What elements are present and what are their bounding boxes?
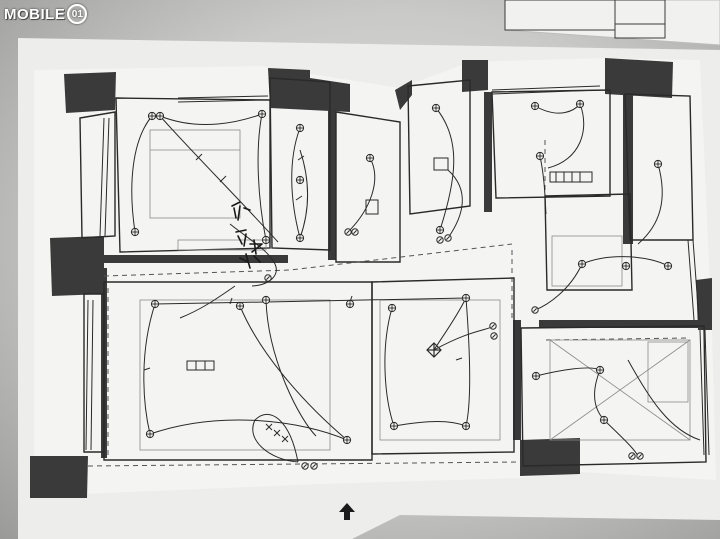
vent-icon [549, 171, 593, 183]
furniture [139, 129, 691, 451]
handwritten-notes [231, 201, 263, 269]
watermark-badge-icon: 01 [67, 4, 88, 24]
windows [85, 85, 710, 456]
entrance-arrow-icon [339, 503, 355, 520]
top-sheet-drawing [504, 0, 666, 39]
panel-icon [365, 157, 449, 215]
fixture-cluster [265, 423, 289, 443]
wiring [131, 103, 701, 463]
chandelier-icon [426, 342, 442, 358]
watermark: MOBILE 01 [4, 3, 88, 25]
track-light-icon [186, 360, 215, 371]
top-sheet [504, 0, 720, 46]
watermark-brand: MOBILE [4, 5, 66, 23]
plan-paper [34, 58, 716, 496]
